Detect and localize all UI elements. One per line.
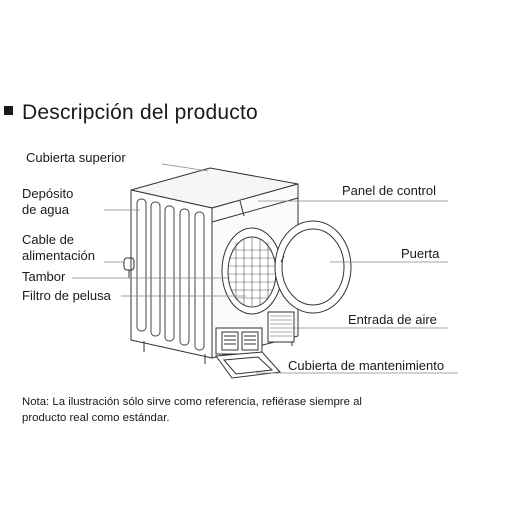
air-inlet-grille — [267, 311, 295, 343]
footnote: Nota: La ilustración sólo sirve como ref… — [22, 394, 502, 426]
drum-grid — [228, 237, 276, 306]
control-panel-strip — [211, 197, 299, 223]
label-drum: Tambor — [22, 269, 66, 284]
leader-lines — [72, 163, 458, 374]
label-lint-filter: Filtro de pelusa — [22, 288, 111, 303]
label-power-cable-line2: alimentación — [22, 248, 95, 263]
label-maintenance-cover: Cubierta de mantenimiento — [288, 358, 445, 373]
label-power-cable-line1: Cable de — [22, 232, 75, 247]
heading-bullet — [4, 106, 13, 115]
page-title: Descripción del producto — [22, 101, 258, 124]
footnote-line2: producto real como estándar. — [22, 412, 170, 424]
label-control-panel: Panel de control — [342, 183, 436, 198]
label-air-inlet: Entrada de aire — [348, 312, 437, 327]
label-door: Puerta — [401, 246, 440, 261]
footnote-line1: Nota: La ilustración sólo sirve como ref… — [22, 396, 362, 408]
front-ribs — [136, 198, 205, 351]
front-face — [130, 189, 213, 359]
label-water-tank-line1: Depósito — [22, 186, 74, 201]
label-top-cover: Cubierta superior — [26, 150, 126, 165]
label-water-tank-line2: de agua — [22, 202, 69, 217]
maintenance-cover — [215, 351, 282, 379]
air-inlet-slats — [270, 315, 292, 337]
